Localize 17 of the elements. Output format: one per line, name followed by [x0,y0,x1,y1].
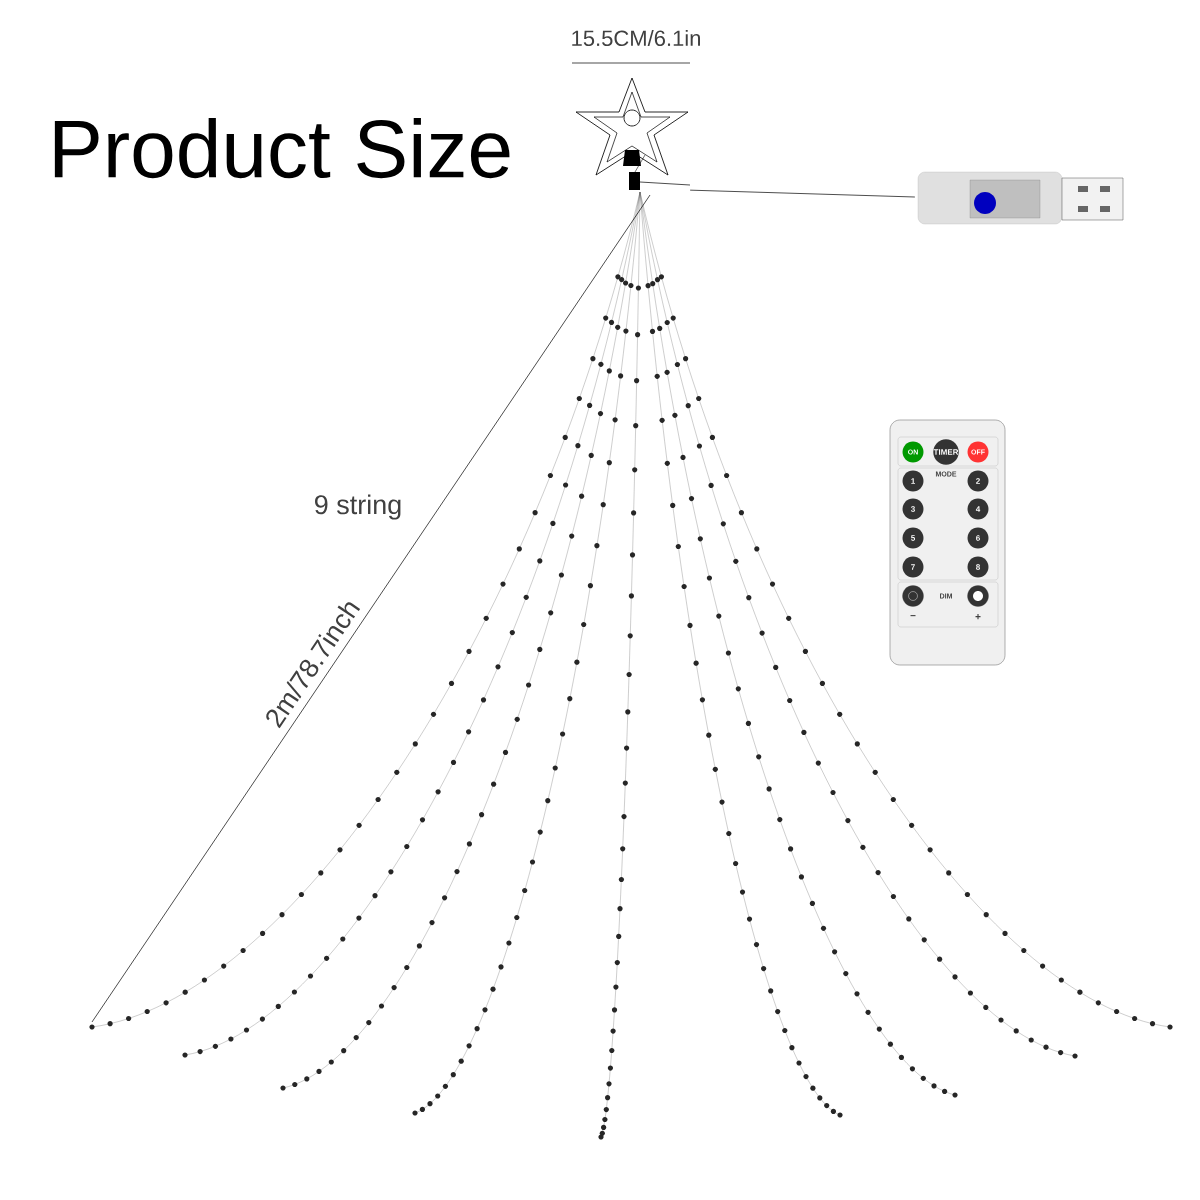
usb-controller-drawing [917,171,1124,225]
button-label: − [910,615,916,617]
title: Product Size [54,117,510,179]
dimension-label: 15.5CM/6.1in [572,29,700,47]
button-label: + [975,614,981,620]
star-topper-drawing [575,77,691,190]
remote-button: 6 [967,527,989,549]
remote-button: TIMER [933,439,959,465]
dimension-label: 9 string [315,494,401,520]
remote-button: 7 [902,556,924,578]
cable-line [689,189,916,198]
remote-button: 8 [967,556,989,578]
remote-button: 1 [902,470,924,492]
remote-button: 3 [902,498,924,520]
remote-button: 4 [967,498,989,520]
remote-button: 2 [967,470,989,492]
remote-button: 5 [902,527,924,549]
